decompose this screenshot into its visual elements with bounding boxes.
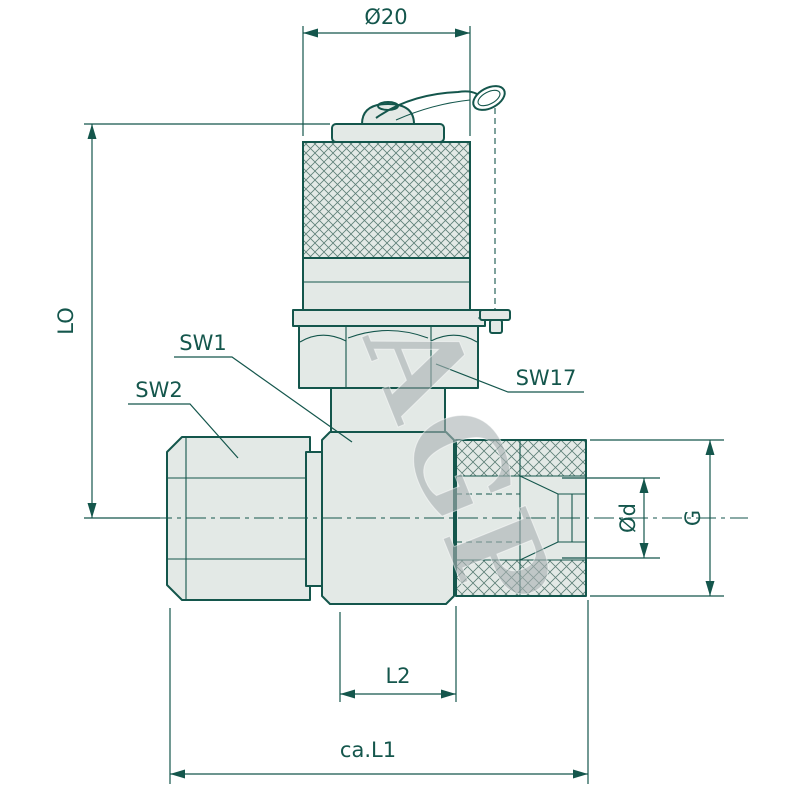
leader-sw2: SW2: [128, 378, 239, 459]
leader-sw1: SW1: [174, 331, 353, 443]
sealing-cone: [519, 475, 559, 561]
dim-label-dia20: Ø20: [364, 5, 407, 29]
dimension-dia-d: Ød: [562, 477, 660, 559]
dimensions: Ø20 LO SW1 SW2 SW17: [54, 5, 724, 784]
dim-label-l1: ca.L1: [340, 738, 396, 762]
lanyard: [375, 85, 511, 334]
fitting-assembly: [152, 85, 748, 605]
dust-plug: [479, 309, 511, 321]
cap-lower-section: [302, 257, 471, 311]
top-hex-nut-sw17: [298, 325, 479, 389]
leader-label-sw1: SW1: [179, 331, 226, 355]
neck: [330, 387, 446, 433]
dim-label-l2: L2: [385, 664, 410, 688]
dim-label-lo: LO: [54, 307, 78, 334]
dim-label-dia-d: Ød: [616, 503, 640, 533]
dimension-l2: L2: [339, 606, 457, 702]
dimension-l1: ca.L1: [169, 600, 589, 784]
dimension-g: G: [590, 439, 724, 597]
leader-label-sw2: SW2: [135, 378, 182, 402]
groove-ring: [305, 451, 323, 587]
knurled-cap: [302, 141, 471, 259]
cap-dome: [331, 101, 445, 143]
lanyard-ring-icon: [472, 85, 506, 111]
leader-sw17: SW17: [435, 363, 584, 393]
dim-label-g: G: [681, 510, 705, 526]
dimension-dia20: Ø20: [302, 5, 471, 136]
lanyard-cord: [375, 90, 478, 119]
dimension-lo: LO: [54, 123, 330, 519]
leader-label-sw17: SW17: [516, 366, 577, 390]
